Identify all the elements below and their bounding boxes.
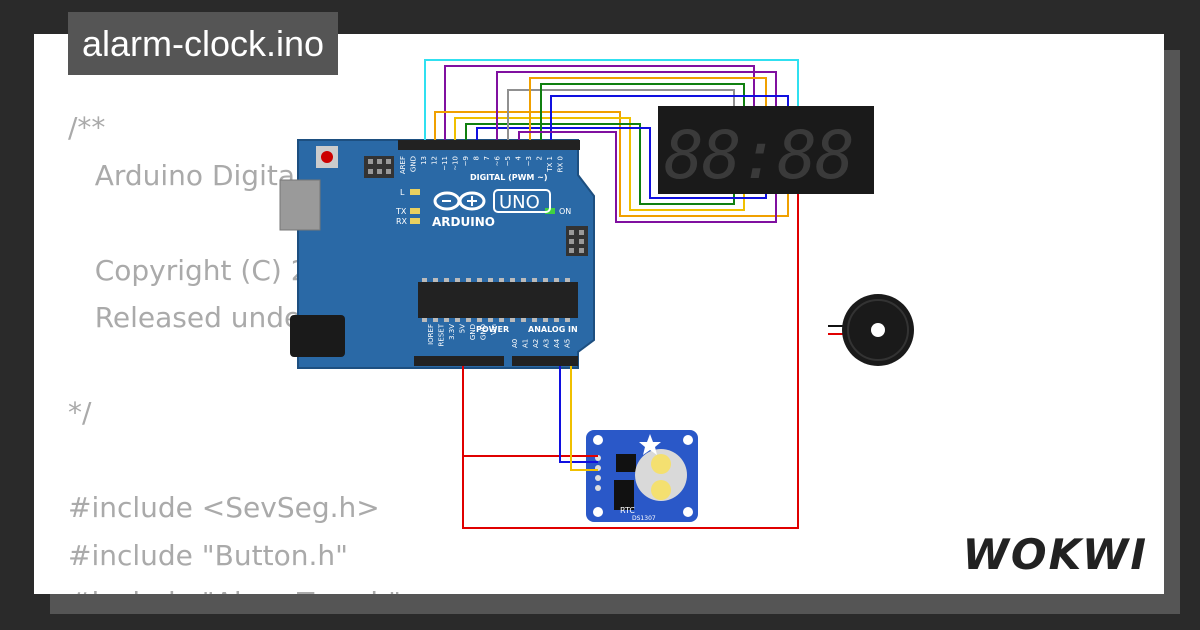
- pin-label: 3.3V: [448, 324, 456, 340]
- pin-label: Vin: [490, 324, 498, 335]
- rtc-module[interactable]: RTC DS1307: [586, 430, 698, 522]
- wire-cyan: [424, 59, 799, 140]
- pin-label: IOREF: [427, 324, 435, 345]
- buzzer-hole-icon: [871, 323, 885, 337]
- pin-label: GND: [410, 156, 418, 172]
- rx-led: [410, 218, 420, 224]
- rtc-label: RTC: [620, 506, 635, 515]
- pin-label: 2: [536, 156, 544, 160]
- pin-label: 4: [515, 155, 523, 160]
- atmega-chip: [418, 278, 578, 322]
- analog-label: ANALOG IN: [528, 325, 578, 334]
- pin-label: A2: [532, 339, 540, 348]
- pin-label: 8: [473, 156, 481, 160]
- tx-led: [410, 208, 420, 214]
- pin-label: ~3: [525, 156, 533, 166]
- wire-blue-low: [476, 127, 767, 199]
- pin-label: ~6: [494, 155, 502, 166]
- icsp-header-right: [566, 226, 588, 256]
- wire-blue: [550, 95, 789, 140]
- digital-header: [398, 140, 580, 150]
- analog-header: [512, 356, 578, 366]
- pin-label: 7: [483, 156, 491, 160]
- power-label: POWER: [476, 325, 509, 334]
- rtc-chip: [616, 454, 636, 472]
- pin-label: A1: [522, 339, 530, 348]
- wire-blue-sda: [559, 366, 598, 463]
- code-line: /**: [68, 111, 106, 144]
- buzzer[interactable]: [828, 294, 914, 366]
- l-led: [410, 189, 420, 195]
- usb-connector: [279, 179, 321, 231]
- pin-label: RESET: [438, 323, 446, 346]
- tx-led-label: TX: [395, 207, 407, 216]
- pin-label: A4: [553, 338, 561, 348]
- pin-label: ~9: [462, 156, 470, 166]
- seven-segment-display[interactable]: 88:88: [658, 106, 874, 194]
- wire-green-low: [465, 123, 735, 205]
- wire-purple-top: [444, 65, 755, 140]
- pin-label: 12: [431, 156, 439, 165]
- pin-label: GND: [469, 324, 477, 340]
- icsp-header-top: [364, 156, 394, 178]
- pin-label: 5V: [459, 324, 467, 333]
- wire-orange: [529, 77, 767, 140]
- code-line: #include "AlarmTone.h": [68, 579, 549, 594]
- reset-button-cap[interactable]: [321, 151, 333, 163]
- arduino-logo-icon: [433, 191, 486, 211]
- power-jack: [290, 315, 345, 357]
- crystal: [614, 480, 634, 510]
- file-title: alarm-clock.ino: [68, 12, 339, 75]
- pin-label: RX 0: [557, 156, 565, 172]
- wire-yellow-scl: [570, 366, 598, 471]
- battery-holder: [635, 449, 687, 501]
- wire-yellow-low: [454, 117, 745, 211]
- pin-label: A5: [564, 339, 572, 348]
- l-led-label: L: [400, 188, 405, 197]
- wire-purple-2: [496, 71, 777, 140]
- rx-led-label: RX: [396, 217, 408, 226]
- pin-label: ~5: [504, 156, 512, 166]
- pin-label: AREF: [399, 156, 407, 174]
- wokwi-logo: WOKWI: [962, 530, 1148, 579]
- pin-label: ~10: [452, 156, 460, 171]
- display-digits: 88:88: [664, 117, 853, 194]
- pin-label: GND: [480, 324, 488, 340]
- wire-red-buzzer: [462, 194, 799, 529]
- pin-label: TX 1: [546, 156, 554, 173]
- rtc-chip-label: DS1307: [632, 515, 656, 522]
- code-line: */: [68, 396, 92, 429]
- code-line: #include "Button.h": [68, 538, 348, 572]
- arduino-brand: ARDUINO: [432, 215, 495, 229]
- star-logo-icon: [639, 434, 661, 455]
- pin-label: ~11: [441, 156, 449, 171]
- wire-orange-low: [434, 111, 789, 217]
- wire-purple-low: [518, 131, 777, 223]
- pin-label: A3: [543, 339, 551, 348]
- wire-gray: [507, 89, 735, 140]
- on-led-label: ON: [559, 207, 571, 216]
- power-header: [414, 356, 504, 366]
- pin-label: 13: [420, 156, 428, 165]
- pin-label: A0: [511, 339, 519, 348]
- digital-label: DIGITAL (PWM ~): [470, 173, 548, 182]
- wires: [424, 59, 799, 529]
- code-line: #include <SevSeg.h>: [68, 491, 380, 524]
- uno-model: UNO: [499, 192, 540, 213]
